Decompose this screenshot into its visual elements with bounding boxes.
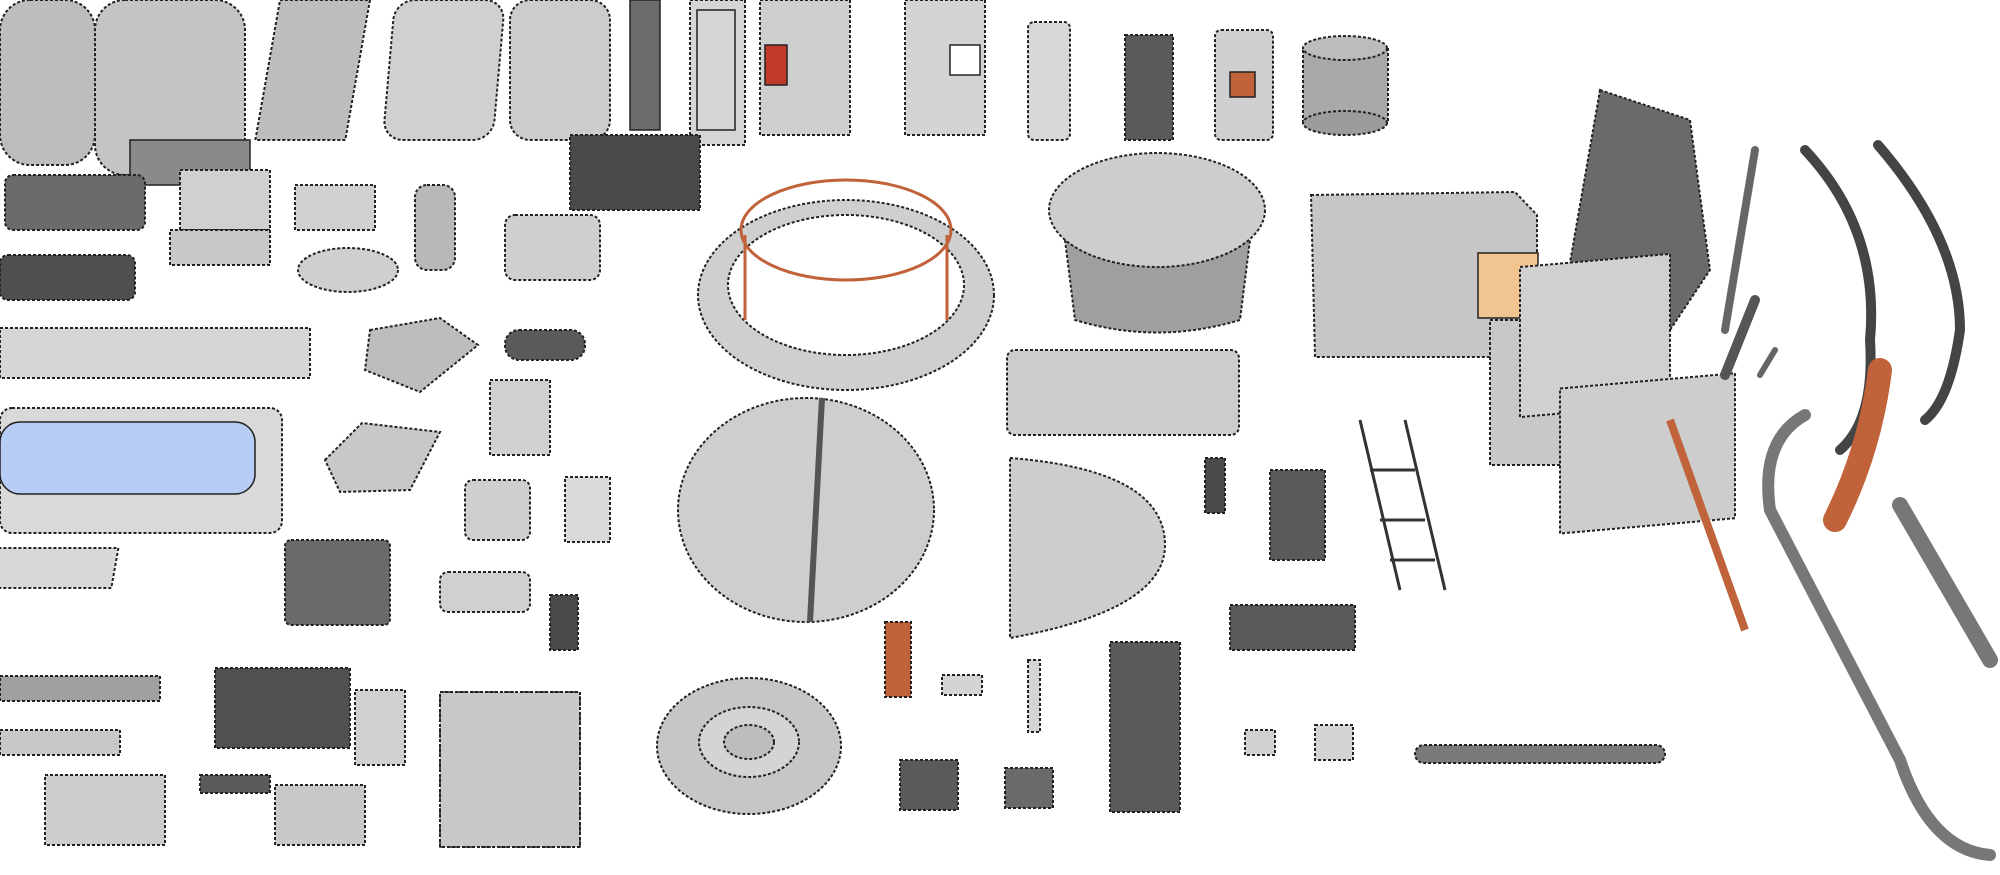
- wall-control-panels: [1489, 252, 1749, 632]
- small-parts-cluster: [169, 169, 611, 848]
- tall-cylinder-part: [0, 0, 251, 186]
- half-disc-part: [1009, 456, 1167, 640]
- dark-crate: [569, 134, 701, 211]
- split-disc-part: [677, 397, 935, 623]
- hose-parts: [1720, 140, 1998, 861]
- circular-hatch-part: [656, 677, 842, 815]
- horizontal-pipe-part: [1414, 744, 1666, 764]
- left-panels: [0, 174, 311, 846]
- center-small-parts: [884, 457, 1356, 813]
- ladder-part: [1358, 419, 1447, 591]
- vented-bar-part: [1006, 349, 1240, 436]
- ring-platform: [697, 178, 995, 391]
- round-table-part: [1048, 152, 1266, 334]
- vertical-panel-parts: [254, 0, 1274, 146]
- drum-part: [1302, 35, 1389, 136]
